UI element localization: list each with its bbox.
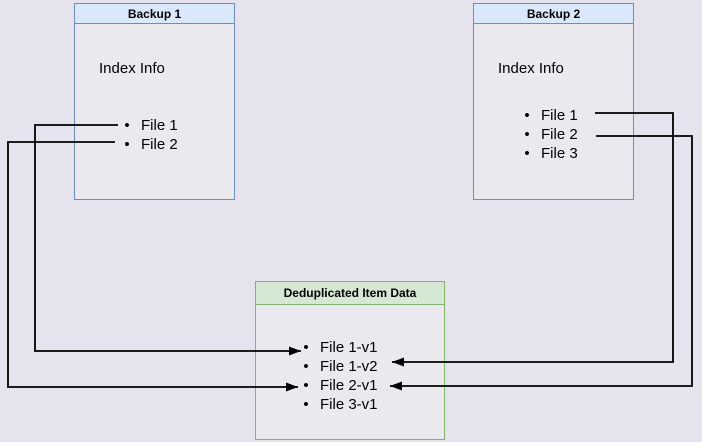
file-label: File 1-v2 — [320, 358, 378, 375]
backup-2-index-info-label: Index Info — [498, 60, 564, 77]
file-label: File 1-v1 — [320, 339, 378, 356]
bullet-icon: • — [303, 358, 309, 375]
deduplicated-item-data-title: Deduplicated Item Data — [256, 282, 444, 305]
file-list-item: • File 1 — [521, 106, 578, 125]
bullet-icon: • — [524, 126, 530, 143]
file-label: File 2-v1 — [320, 377, 378, 394]
backup-2-title: Backup 2 — [474, 4, 633, 24]
deduplicated-item-data-box: Deduplicated Item Data • File 1-v1 • File 1… — [255, 281, 445, 440]
backup-1-index-info-label: Index Info — [99, 60, 165, 77]
backup-2-file-list: • File 1 • File 2 • File 3 — [521, 106, 578, 163]
file-label: File 1 — [141, 117, 178, 134]
file-label: File 1 — [541, 107, 578, 124]
bullet-icon: • — [124, 117, 130, 134]
bullet-icon: • — [303, 396, 309, 413]
bullet-icon: • — [303, 377, 309, 394]
backup-1-title: Backup 1 — [75, 4, 234, 24]
file-label: File 2 — [141, 136, 178, 153]
file-label: File 3 — [541, 145, 578, 162]
bullet-icon: • — [524, 145, 530, 162]
backup-2-box: Backup 2 Index Info • File 1 • File 2 • File … — [473, 3, 634, 200]
file-list-item: • File 2 — [121, 135, 178, 154]
file-label: File 3-v1 — [320, 396, 378, 413]
bullet-icon: • — [124, 136, 130, 153]
backup-1-box: Backup 1 Index Info • File 1 • File 2 — [74, 3, 235, 200]
file-list-item: • File 3 — [521, 144, 578, 163]
file-list-item: • File 1-v1 — [300, 338, 378, 357]
file-list-item: • File 1 — [121, 116, 178, 135]
deduplicated-file-list: • File 1-v1 • File 1-v2 • File 2-v1 • File 3-v1 — [300, 338, 378, 414]
file-list-item: • File 2-v1 — [300, 376, 378, 395]
backup-1-file-list: • File 1 • File 2 — [121, 116, 178, 154]
file-list-item: • File 3-v1 — [300, 395, 378, 414]
file-list-item: • File 2 — [521, 125, 578, 144]
bullet-icon: • — [303, 339, 309, 356]
file-label: File 2 — [541, 126, 578, 143]
bullet-icon: • — [524, 107, 530, 124]
file-list-item: • File 1-v2 — [300, 357, 378, 376]
